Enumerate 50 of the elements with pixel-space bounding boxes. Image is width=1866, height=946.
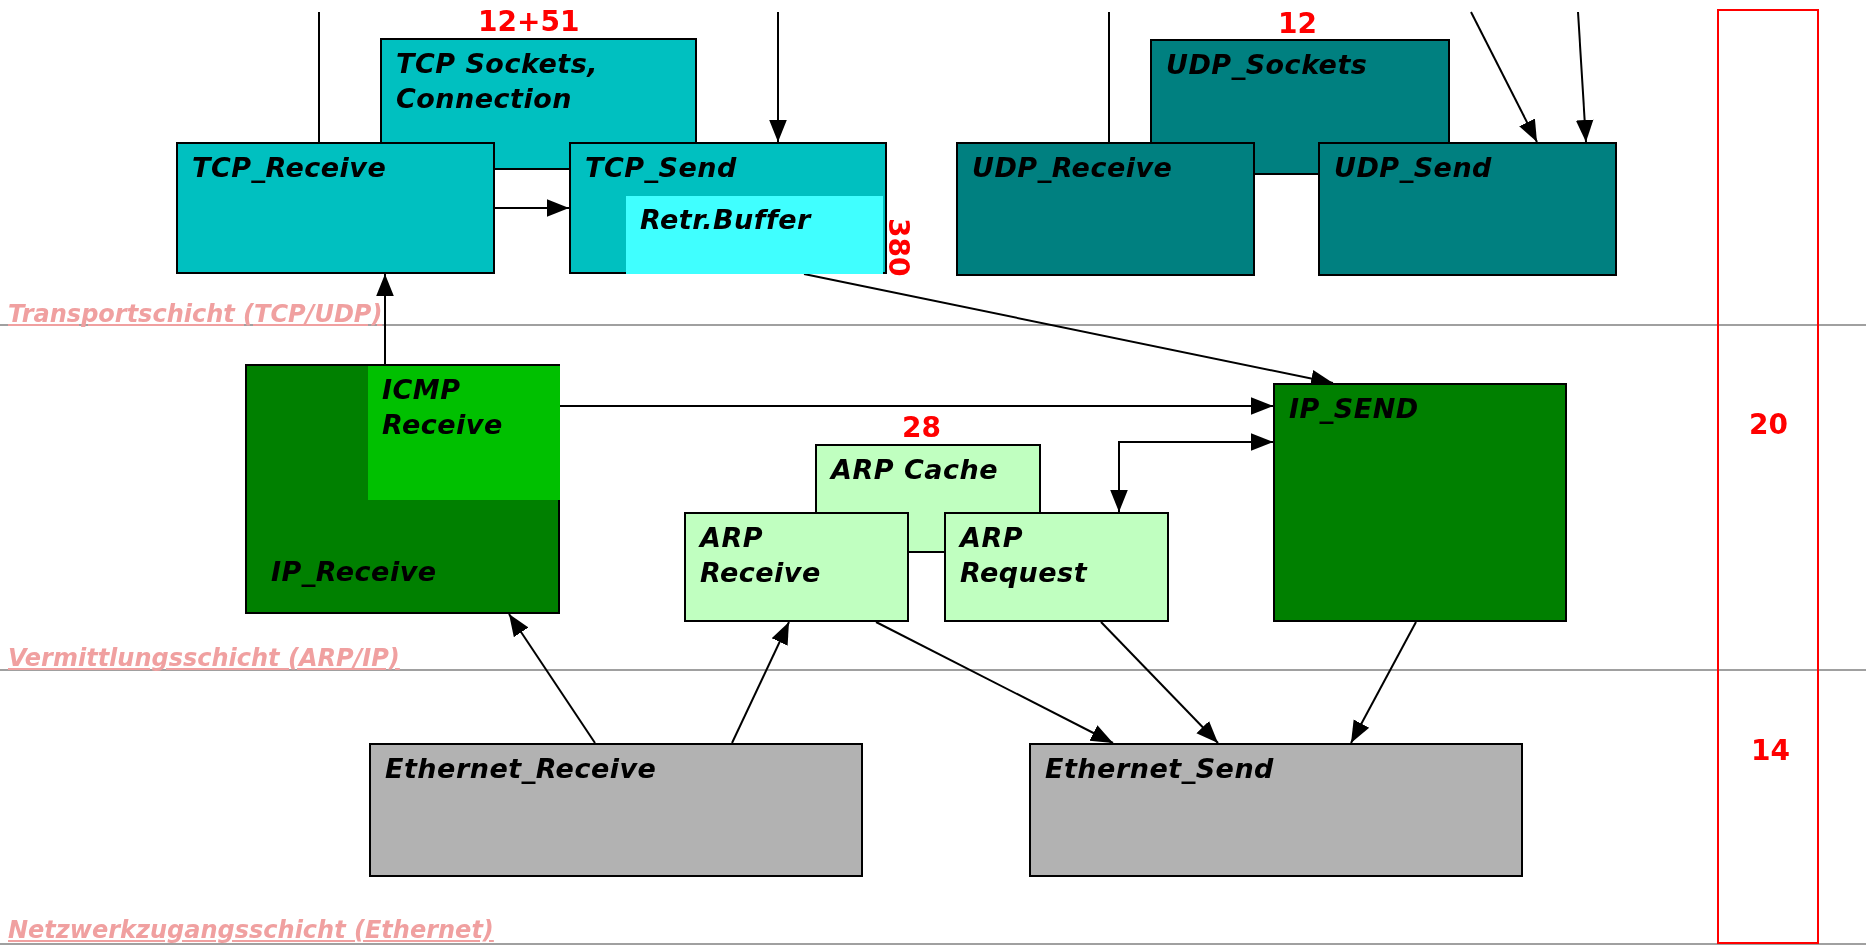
node-label: IP_SEND [1289,392,1419,426]
node-label: TCP_Receive [192,151,387,185]
process-box [684,512,909,622]
size-number: 12+51 [478,8,580,36]
size-number: 28 [902,414,941,442]
node-label: ARP Cache [831,453,998,487]
arrow [508,613,596,744]
process-box [1273,383,1567,622]
arrow [1350,621,1417,744]
process-box [1318,142,1617,276]
node-label: IP_Receive [271,555,437,589]
node-label: Ethernet_Send [1045,752,1274,786]
node-label: Ethernet_Receive [385,752,657,786]
size-number: 14 [1751,737,1790,765]
size-number: 380 [884,218,912,277]
arrow [494,199,570,217]
process-box [1029,743,1523,877]
node-label: TCP Sockets, Connection [396,47,599,117]
node-label: ARP Receive [700,521,822,591]
size-number: 20 [1749,411,1788,439]
process-box [956,142,1255,276]
arrow [1110,433,1274,513]
arrow [731,621,790,744]
buffer-box [626,196,883,274]
size-number: 12 [1278,10,1317,38]
process-box [944,512,1169,622]
layer-label: Netzwerkzugangsschicht (Ethernet) [8,918,494,942]
node-label: ICMP Receive [382,373,504,443]
node-label: Retr.Buffer [640,203,811,237]
arrow [1100,621,1219,744]
arrow [376,273,394,365]
node-label: TCP_Send [585,151,737,185]
arrow [875,621,1114,744]
process-box [569,142,887,274]
arrow [559,397,1274,415]
node-label: UDP_Sockets [1166,48,1368,82]
layer-label: Vermittlungsschicht (ARP/IP) [8,646,400,670]
connector-line [318,11,320,143]
process-box [369,743,863,877]
node-label: UDP_Receive [972,151,1173,185]
process-box [245,364,560,614]
layer-label: Transportschicht (TCP/UDP) [8,302,383,326]
node-label: UDP_Send [1334,151,1492,185]
process-box [368,366,560,500]
connector-line [1108,11,1110,143]
arrow [1470,11,1538,143]
arrow [1575,11,1594,143]
arrow [769,11,787,143]
node-label: ARP Request [960,521,1089,591]
process-box [176,142,495,274]
